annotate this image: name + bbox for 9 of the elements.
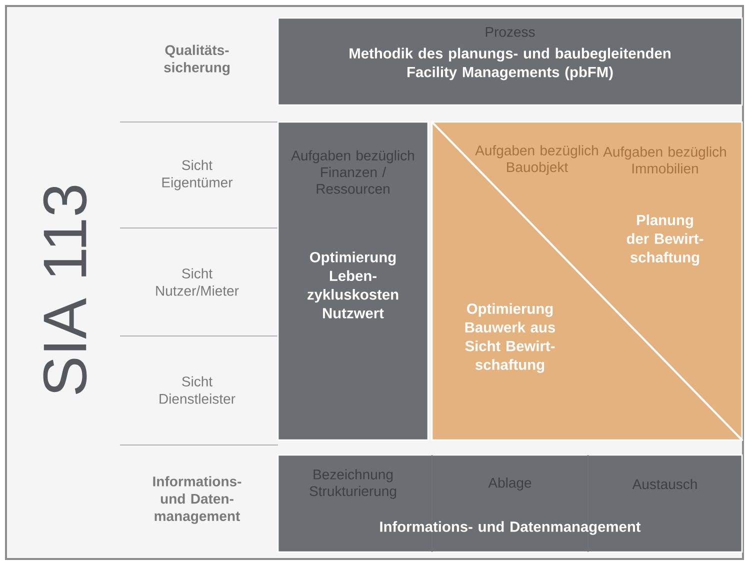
faint-heading: Aufgaben bezüglich Bauobjekt [475,145,598,175]
row-header: Sicht Nutzer/Mieter [156,268,239,296]
row-header: Qualitäts- sicherung [164,44,230,76]
row-header: Sicht Eigentümer [162,160,233,190]
row-header: Informations- und Daten- management [153,476,242,524]
vertical-title: SIA 113 [43,186,87,394]
row-header: Sicht Dienstleister [160,376,236,404]
faint-heading: Planung der Bewirt- schaftung [626,214,704,266]
faint-heading: Aufgaben bezüglich Immobilien [603,146,726,174]
